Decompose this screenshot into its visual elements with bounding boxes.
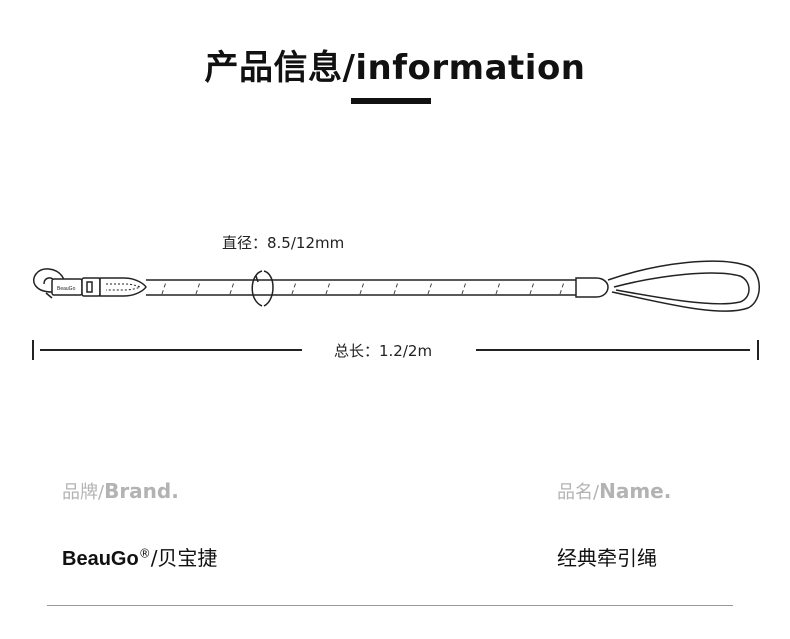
registered-mark: ® [138,546,151,561]
name-label-cn: 品名/ [557,482,600,503]
brand-value-cn: /贝宝捷 [150,546,218,570]
leash-clip [32,268,101,299]
name-label-en: Name. [599,479,672,503]
leash-illustration: BeauGo [32,260,760,312]
diameter-label: 直径：8.5/12mm [222,234,345,252]
brand-value-latin: BeauGo [62,548,139,570]
handle-loop [607,260,760,312]
leash-rope [146,279,590,296]
rope-reflective-dashes [161,281,565,295]
clip-tag: BeauGo [57,286,76,292]
length-line-right [476,349,750,351]
page-title: 产品信息/information [204,48,586,88]
bottom-divider [47,605,733,606]
brand-value: BeauGo®/贝宝捷 [62,542,217,571]
length-tick-left [32,340,34,360]
length-tick-right [757,340,759,360]
brand-label-en: Brand. [104,479,179,503]
name-label: 品名/Name. [557,478,671,504]
brand-label-cn: 品牌/ [62,482,105,503]
handle-sleeve [575,277,609,298]
title-underline [351,98,431,104]
name-value: 经典牵引绳 [557,546,657,570]
leash-sleeve [99,277,147,297]
length-line-left [40,349,302,351]
diameter-marker [251,270,274,307]
brand-label: 品牌/Brand. [62,478,179,504]
length-label: 总长：1.2/2m [334,342,433,360]
